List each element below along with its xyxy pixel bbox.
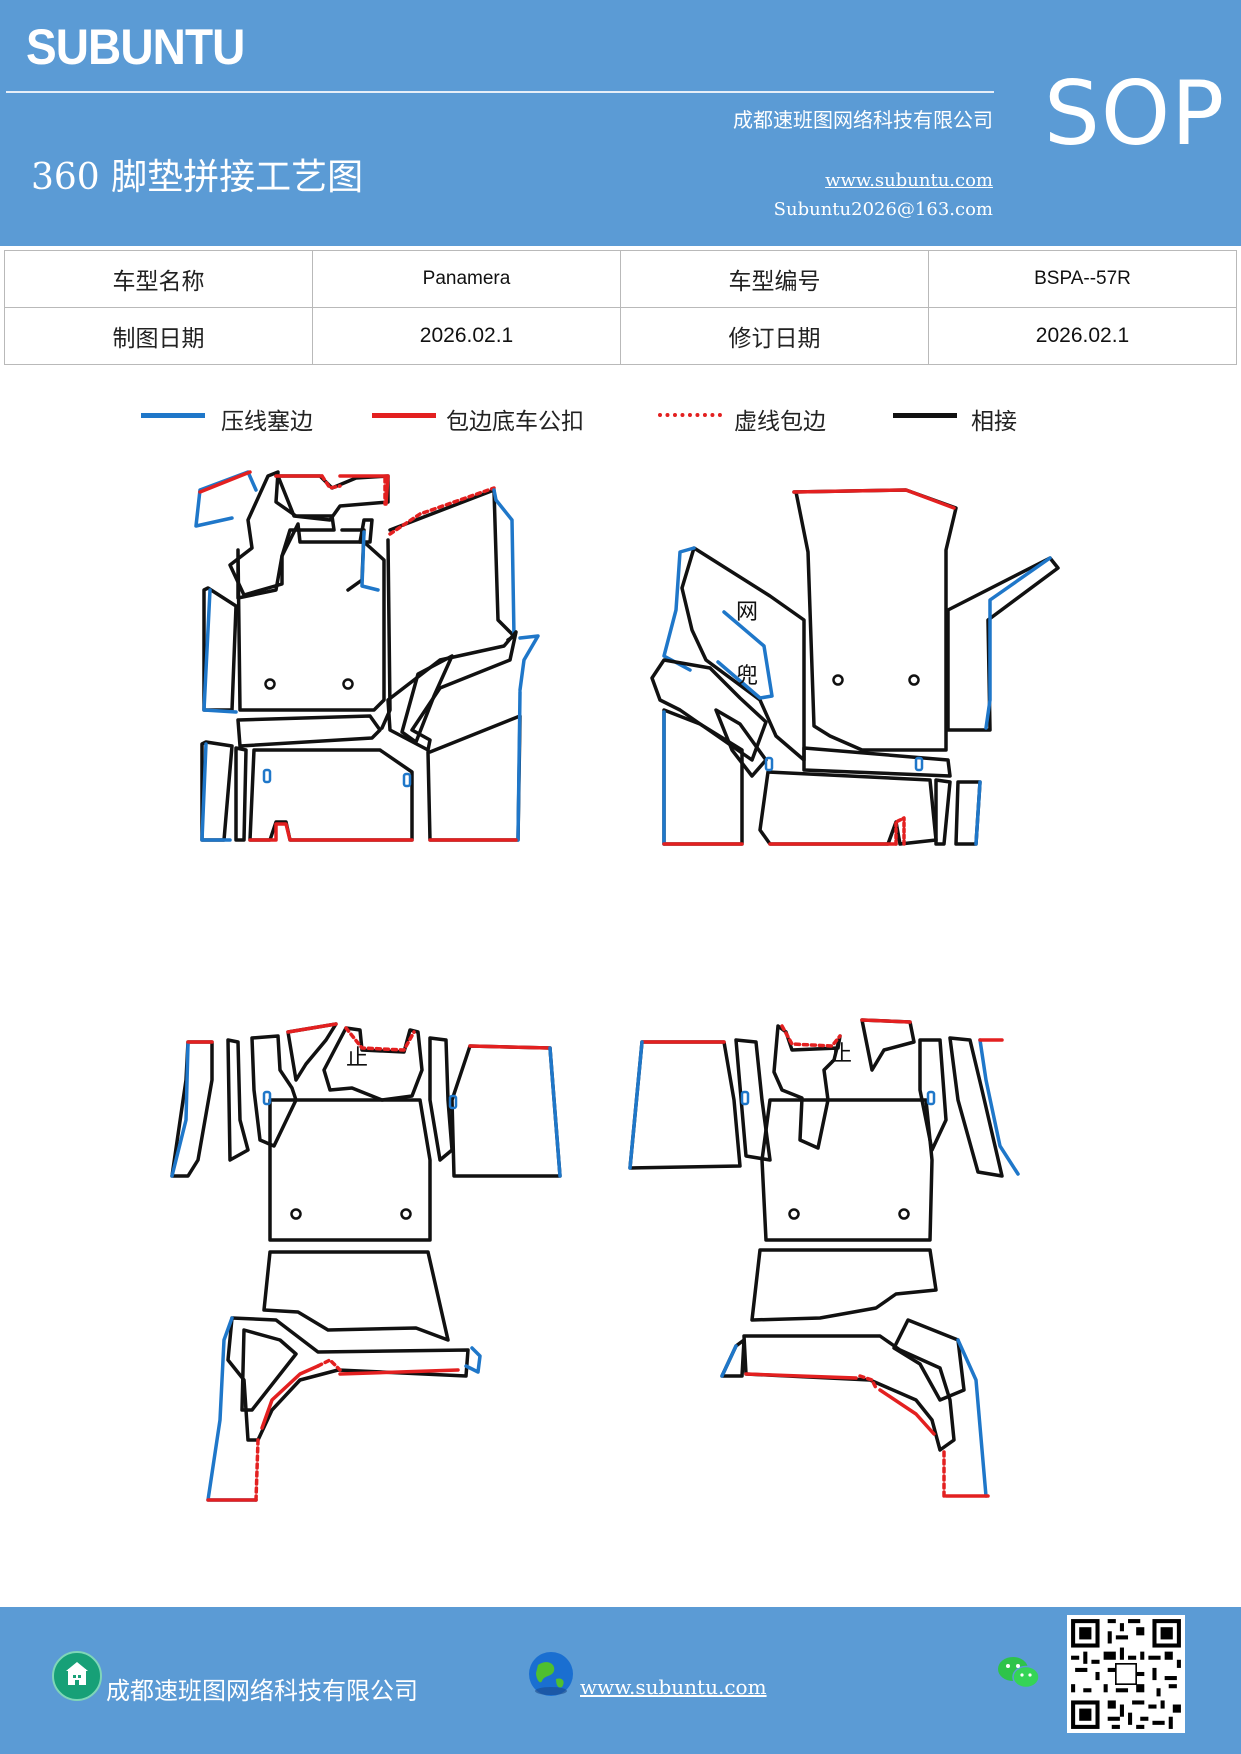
model-name-label: 车型名称 <box>4 250 313 308</box>
vehicle-info-table: 车型名称 Panamera 车型编号 BSPA--57R 制图日期 2026.0… <box>4 250 1237 365</box>
wechat-icon[interactable] <box>996 1653 1042 1693</box>
legend-label: 包边底车公扣 <box>446 409 584 435</box>
legend-label: 相接 <box>971 409 1017 435</box>
qr-code-image <box>1067 1615 1185 1733</box>
mat-set-rear-left <box>170 1022 562 1502</box>
legend-label: 压线塞边 <box>221 409 313 435</box>
model-code-value: BSPA--57R <box>928 250 1237 308</box>
info-row-model: 车型名称 Panamera 车型编号 BSPA--57R <box>4 250 1237 308</box>
mat-set-front-left <box>194 470 540 842</box>
footer-company-name: 成都速班图网络科技有限公司 <box>106 1677 418 1705</box>
pocket-label: 兜 <box>736 664 759 689</box>
revise-date-label: 修订日期 <box>620 307 929 365</box>
mat-set-rear-right <box>628 1018 1020 1498</box>
pocket-label: 网 <box>736 600 759 625</box>
header-email[interactable]: Subuntu2026@163.com <box>773 199 993 220</box>
model-code-label: 车型编号 <box>620 250 929 308</box>
header-company-name: 成都速班图网络科技有限公司 <box>733 108 993 132</box>
legend-swatch-black-solid <box>893 413 957 418</box>
header-website-link[interactable]: www.subuntu.com <box>825 170 993 191</box>
stop-mark-label: 止 <box>830 1042 853 1067</box>
header-banner: SUBUNTU 成都速班图网络科技有限公司 360 脚垫拼接工艺图 www.su… <box>0 0 1241 246</box>
revise-date-value: 2026.02.1 <box>928 307 1237 365</box>
floor-mat-diagram: 网 兜 止 止 <box>0 460 1241 1520</box>
draw-date-value: 2026.02.1 <box>312 307 621 365</box>
legend-swatch-red-solid <box>372 413 436 418</box>
brand-logo: SUBUNTU <box>26 19 245 75</box>
company-icon <box>52 1651 102 1701</box>
model-name-value: Panamera <box>312 250 621 308</box>
stop-mark-label: 止 <box>346 1046 369 1071</box>
page-title: 360 脚垫拼接工艺图 <box>31 157 364 198</box>
qr-code[interactable] <box>1067 1615 1185 1733</box>
legend-swatch-blue-solid <box>141 413 205 418</box>
draw-date-label: 制图日期 <box>4 307 313 365</box>
mat-set-front-right <box>650 488 1060 846</box>
legend-swatch-red-dotted <box>658 413 722 417</box>
floor-mat-drawing <box>170 470 1060 1502</box>
footer-banner: 成都速班图网络科技有限公司 www.subuntu.com <box>0 1607 1241 1754</box>
info-row-dates: 制图日期 2026.02.1 修订日期 2026.02.1 <box>4 307 1237 365</box>
legend-label: 虚线包边 <box>734 409 826 435</box>
doc-type-label: SOP <box>1044 62 1226 165</box>
footer-website-link[interactable]: www.subuntu.com <box>580 1675 767 1699</box>
globe-icon <box>529 1652 573 1696</box>
header-divider <box>6 91 994 93</box>
